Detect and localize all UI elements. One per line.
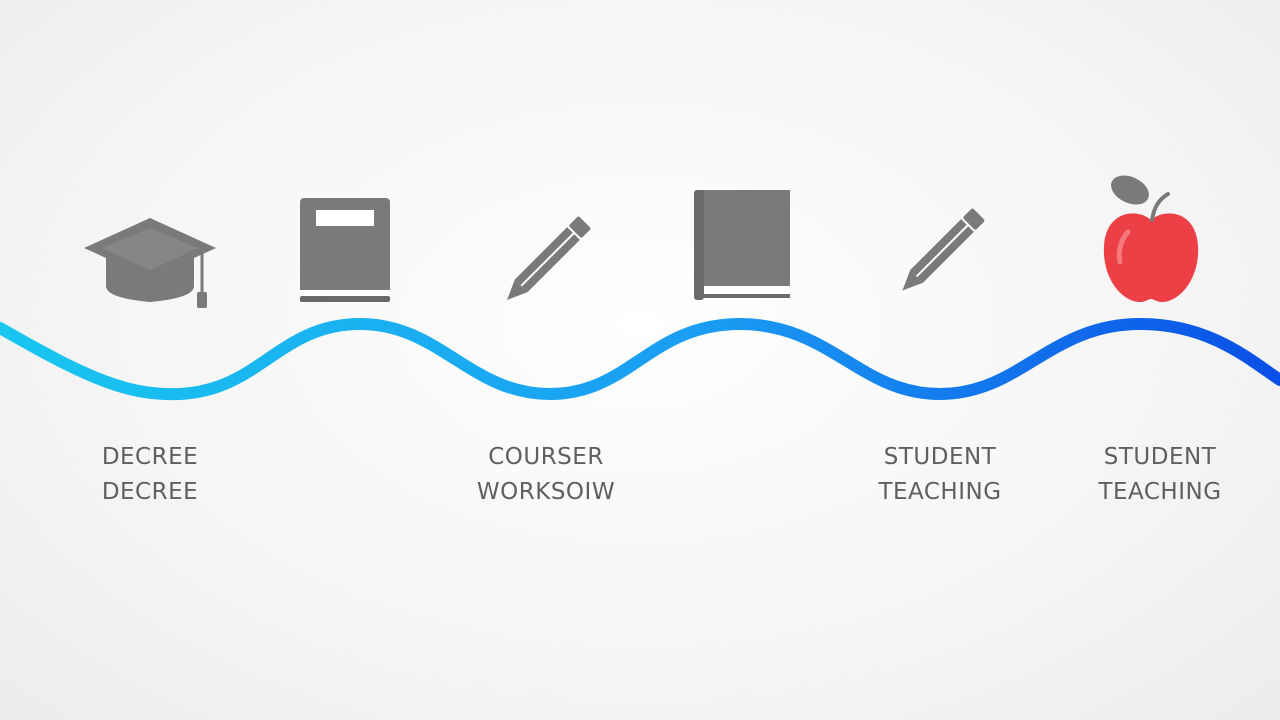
label-line: DECREE [101, 444, 199, 470]
timeline-wave [0, 317, 1280, 401]
label-line: TEACHING [1098, 479, 1222, 505]
pencil-icon [890, 190, 1004, 302]
milestone-label: COURSER WORKSOIW [446, 440, 646, 510]
milestone-label: STUDENT TEACHING [1070, 440, 1250, 510]
book-icon [690, 186, 794, 304]
milestone-label: DECREE DECREE [60, 440, 240, 510]
label-line: COURSER [488, 444, 604, 470]
label-line: WORKSOIW [476, 479, 616, 505]
pencil-icon [494, 196, 612, 312]
label-line: STUDENT [1103, 444, 1217, 470]
book-icon [296, 194, 394, 308]
graduation-cap-icon [80, 214, 220, 314]
label-line: DECREE [101, 479, 199, 505]
apple-icon [1098, 170, 1204, 306]
label-line: STUDENT [883, 444, 997, 470]
milestone-label: STUDENT TEACHING [850, 440, 1030, 510]
label-line: TEACHING [878, 479, 1002, 505]
